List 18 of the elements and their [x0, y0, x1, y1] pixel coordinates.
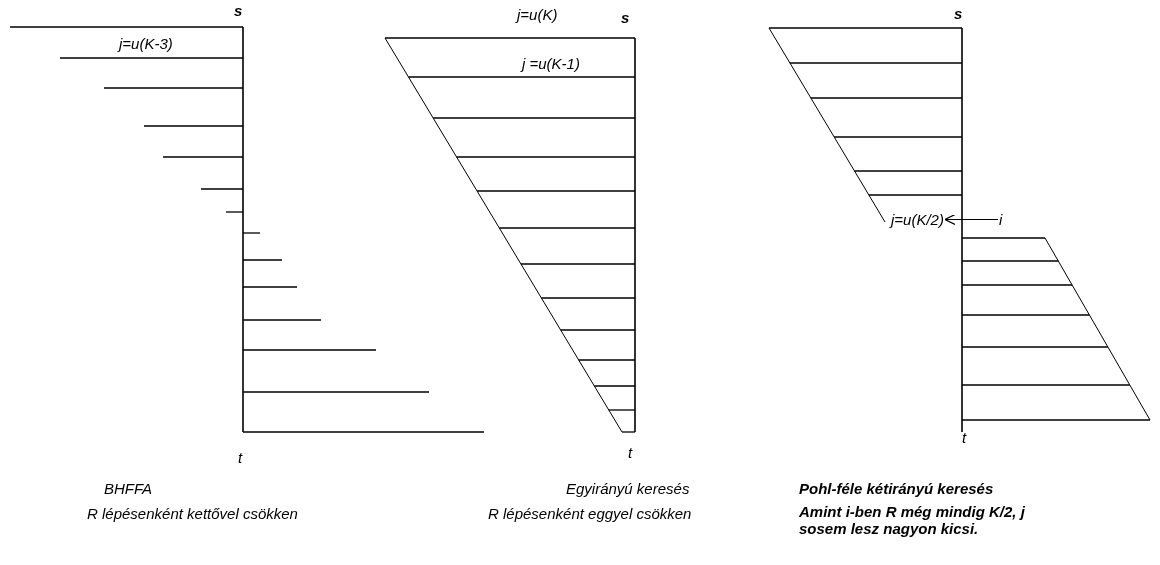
caption: Pohl-féle kétirányú keresés	[798, 480, 995, 497]
index-label: j=u(K)	[516, 6, 559, 23]
caption: R lépésenként kettővel csökken	[86, 505, 299, 522]
node-letter: s	[233, 2, 244, 19]
caption: BHFFA	[103, 480, 154, 497]
index-label: j=u(K-3)	[118, 35, 174, 52]
caption: R lépésenként eggyel csökken	[487, 505, 693, 522]
caption: Egyirányú keresés	[565, 480, 691, 497]
index-label: j =u(K-1)	[521, 55, 581, 72]
caption: Amint i-ben R még mindig K/2, j sosem lesz nagyon kicsi.	[798, 503, 1026, 537]
pointer-label: i	[998, 211, 1004, 228]
arrow	[944, 213, 999, 226]
node-letter: t	[627, 444, 634, 461]
pointer-label: j=u(K/2)	[890, 211, 945, 228]
node-letter: t	[961, 429, 968, 446]
node-letter: t	[237, 449, 244, 466]
node-letter: s	[953, 5, 964, 22]
node-letter: s	[620, 9, 631, 26]
